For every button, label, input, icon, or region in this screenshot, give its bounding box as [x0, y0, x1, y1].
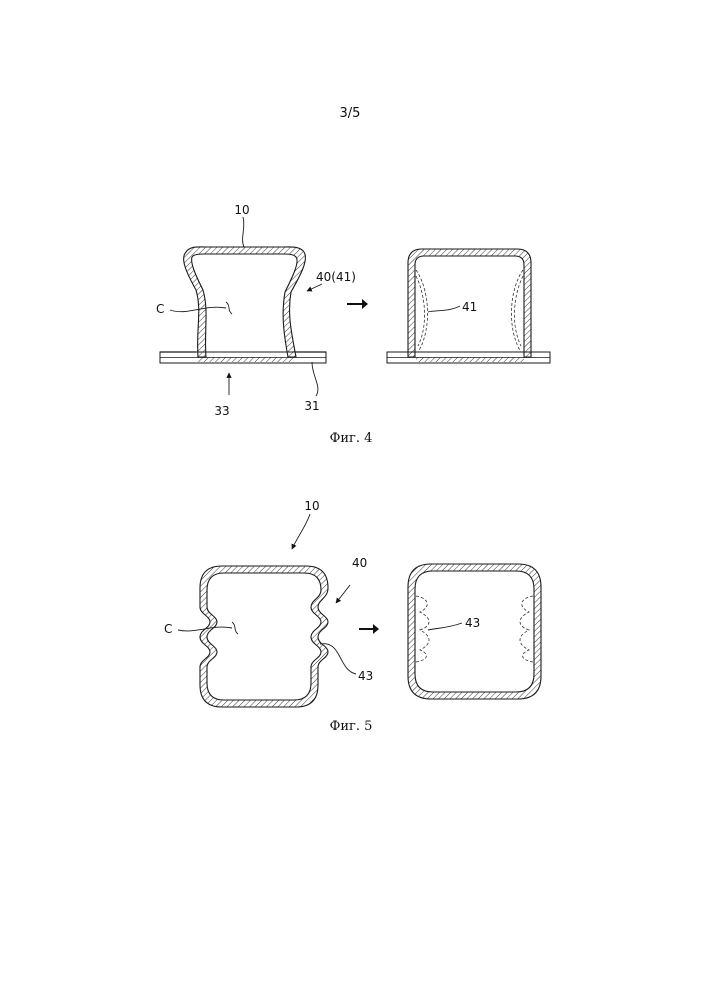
fig5-restored-container	[408, 564, 541, 699]
fig4-label-41: 41	[462, 300, 477, 314]
fig4-label-31: 31	[304, 399, 319, 413]
fig5-label-10: 10	[304, 499, 319, 513]
fig5-caption: Фиг. 5	[330, 719, 373, 734]
fig5-label-c: C	[164, 622, 172, 636]
fig5-label-43: 43	[358, 669, 373, 683]
figure-4: 10 40(41) C 33 31 41 Фиг. 4	[156, 203, 550, 446]
fig4-transform-arrow	[347, 299, 368, 309]
fig5-label-40: 40	[352, 556, 367, 570]
figure-5: 10 40 C 43 43 Фиг. 5	[164, 499, 541, 734]
fig4-label-10: 10	[234, 203, 249, 217]
page-number: 3/5	[340, 106, 361, 121]
fig4-deformed-container	[160, 247, 326, 363]
fig4-label-c: C	[156, 302, 164, 316]
fig4-label-33: 33	[214, 404, 229, 418]
fig5-label-43-restored: 43	[465, 616, 480, 630]
fig5-corrugated-container	[200, 566, 328, 707]
fig4-label-40-41: 40(41)	[316, 270, 356, 284]
fig4-caption: Фиг. 4	[330, 431, 373, 446]
fig5-transform-arrow	[359, 624, 379, 634]
